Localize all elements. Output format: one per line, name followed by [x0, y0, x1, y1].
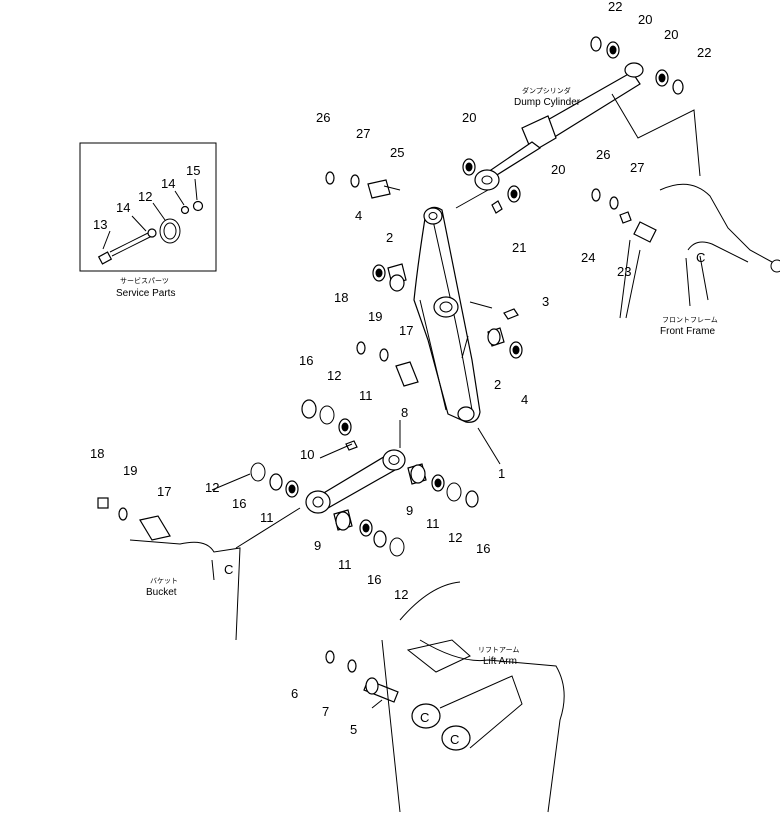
callout: 4: [355, 208, 362, 223]
bucket-outline: [129, 539, 241, 641]
callout: 12: [138, 189, 152, 204]
service-clip: [159, 218, 181, 244]
service-nut: [192, 200, 204, 212]
crank-top-boss: [423, 207, 443, 225]
frame-mark: C: [696, 250, 705, 265]
callout: 8: [401, 405, 408, 420]
service-parts-caption-jp: サービスパーツ: [120, 276, 169, 285]
leader-lines: [211, 189, 631, 709]
callout: 18: [90, 446, 104, 461]
callout: 26: [316, 110, 330, 125]
frame-mark: C: [450, 732, 459, 747]
callout: 27: [630, 160, 644, 175]
callout: 23: [617, 264, 631, 279]
callout: 5: [350, 722, 357, 737]
callout: 26: [596, 147, 610, 162]
inset-frame: [79, 142, 217, 272]
callout: 19: [368, 309, 382, 324]
service-small-washer: [180, 205, 190, 215]
callout: 4: [521, 392, 528, 407]
callout: 27: [356, 126, 370, 141]
callout: 1: [498, 466, 505, 481]
callout: 17: [399, 323, 413, 338]
callout: 3: [542, 294, 549, 309]
callout: 2: [494, 377, 501, 392]
callout: 17: [157, 484, 171, 499]
callout: 11: [260, 510, 274, 525]
frame-mark: C: [224, 562, 233, 577]
callout: 7: [322, 704, 329, 719]
callout: 22: [608, 0, 622, 14]
service-parts-caption: Service Parts: [116, 288, 175, 299]
callout: 11: [426, 516, 440, 531]
callout: 12: [327, 368, 341, 383]
service-bolt: [97, 231, 153, 265]
service-washer: [147, 228, 157, 238]
bucket-caption-jp: バケット: [150, 577, 178, 585]
dump-cylinder: [474, 62, 644, 191]
front-frame-outline: [611, 93, 780, 319]
callout: 21: [512, 240, 526, 255]
bell-crank: [413, 206, 481, 423]
link-lower-eye: [305, 490, 331, 514]
cylinder-head-eye: [624, 62, 644, 78]
callout: 11: [359, 388, 373, 403]
callout: 20: [551, 162, 565, 177]
crank-bottom-boss: [457, 406, 475, 422]
callout: 20: [664, 27, 678, 42]
callout: 16: [232, 496, 246, 511]
callout: 11: [338, 557, 352, 572]
callout: 14: [161, 176, 175, 191]
front-frame-caption: Front Frame: [660, 326, 715, 337]
callout: 10: [300, 447, 314, 462]
callout: 20: [638, 12, 652, 27]
bucket-link: [305, 449, 406, 514]
callout: 16: [299, 353, 313, 368]
callout: 15: [186, 163, 200, 178]
dump-cylinder-caption-jp: ダンプシリンダ: [522, 86, 571, 95]
small-parts: [97, 36, 684, 703]
lift-arm-outline: [381, 581, 565, 813]
callout: 20: [462, 110, 476, 125]
service-parts-inset: [79, 142, 217, 272]
callout: 22: [697, 45, 711, 60]
callout: 9: [314, 538, 321, 553]
callout: 6: [291, 686, 298, 701]
link-upper-eye: [382, 449, 406, 471]
lift-arm-caption-jp: リフトアーム: [478, 646, 519, 654]
callout: 12: [448, 530, 462, 545]
captions: サービスパーツ Service Parts ダンプシリンダ Dump Cylin…: [116, 86, 718, 747]
callout: 19: [123, 463, 137, 478]
callout: 12: [394, 587, 408, 602]
callout: 16: [367, 572, 381, 587]
callout: 13: [93, 217, 107, 232]
callout: 14: [116, 200, 130, 215]
callout: 25: [390, 145, 404, 160]
dump-cylinder-caption: Dump Cylinder: [514, 97, 581, 108]
callout-numbers: 22 20 20 22 20 20 26 27 25 26 27 24 23 2…: [90, 0, 711, 737]
callout: 18: [334, 290, 348, 305]
frame-mark: C: [420, 710, 429, 725]
cylinder-rod-eye: [474, 169, 500, 191]
callout: 2: [386, 230, 393, 245]
callout: 24: [581, 250, 595, 265]
callout: 12: [205, 480, 219, 495]
lift-arm-caption: Lift Arm: [483, 656, 517, 667]
bucket-caption: Bucket: [146, 587, 177, 598]
front-frame-caption-jp: フロントフレーム: [662, 316, 718, 324]
callout: 9: [406, 503, 413, 518]
crank-pivot-boss: [433, 296, 459, 318]
callout: 16: [476, 541, 490, 556]
